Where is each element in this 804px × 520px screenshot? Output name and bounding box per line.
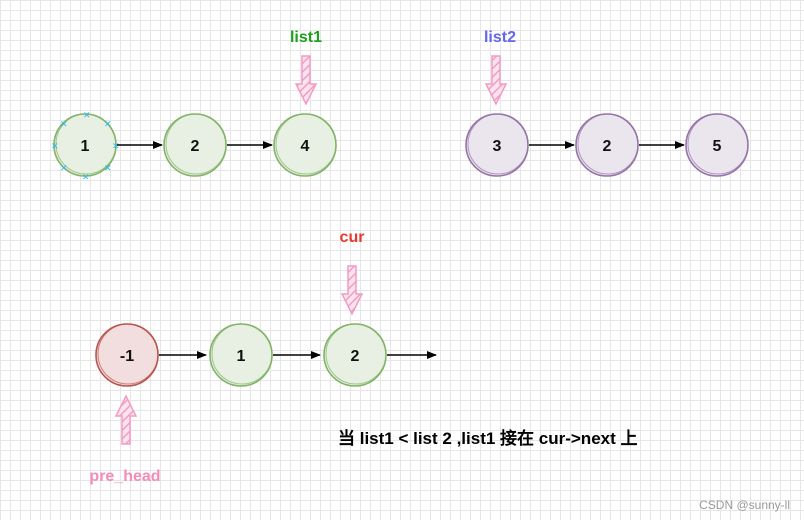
selection-handles: ✕ ✕ ✕ ✕ ✕ ✕ ✕ ✕	[51, 111, 120, 183]
svg-text:✕: ✕	[104, 164, 112, 174]
node-value: 2	[191, 138, 200, 155]
svg-text:✕: ✕	[60, 164, 68, 174]
list2-row: 3 2 5	[465, 113, 749, 177]
list-node: 3	[465, 113, 529, 177]
node-value: 1	[237, 348, 246, 365]
pointer-label: list2	[484, 29, 516, 46]
up-arrow-icon	[114, 394, 138, 445]
dummy-head-node: -1	[95, 323, 159, 387]
pointer-label: pre_head	[89, 468, 160, 485]
list-node: 2	[163, 113, 227, 177]
pointer-label: list1	[290, 29, 322, 46]
list-node: 5	[685, 113, 749, 177]
node-value: -1	[120, 348, 134, 365]
list-node: 1	[209, 323, 273, 387]
svg-text:✕: ✕	[82, 173, 90, 183]
merged-row: -1 1 2	[95, 323, 437, 387]
list1-row: 1 ✕ ✕ ✕ ✕ ✕ ✕ ✕ ✕ 2 4	[51, 111, 337, 183]
list-node: 4	[273, 113, 337, 177]
node-value: 3	[493, 138, 502, 155]
pointer-list2: list2	[484, 29, 516, 106]
svg-text:✕: ✕	[51, 142, 59, 152]
caption: 当 list1 < list 2 ,list1 接在 cur->next 上	[338, 429, 638, 448]
pointer-cur: cur	[340, 229, 365, 316]
pointer-pre-head: pre_head	[89, 394, 161, 485]
node-value: 2	[351, 348, 360, 365]
down-arrow-icon	[484, 55, 508, 106]
node-value: 4	[301, 138, 310, 155]
list-node: 2	[575, 113, 639, 177]
svg-text:✕: ✕	[60, 120, 68, 130]
pointer-label: cur	[340, 229, 365, 246]
list-node: 1	[53, 113, 117, 177]
svg-text:✕: ✕	[104, 120, 112, 130]
list-node: 2	[323, 323, 387, 387]
svg-text:✕: ✕	[112, 142, 120, 152]
node-value: 5	[713, 138, 722, 155]
down-arrow-icon	[294, 55, 318, 106]
down-arrow-icon	[340, 265, 364, 316]
pointer-list1: list1	[290, 29, 322, 106]
node-value: 1	[81, 138, 90, 155]
watermark: CSDN @sunny-ll	[699, 498, 790, 512]
node-value: 2	[603, 138, 612, 155]
svg-text:✕: ✕	[83, 111, 91, 121]
